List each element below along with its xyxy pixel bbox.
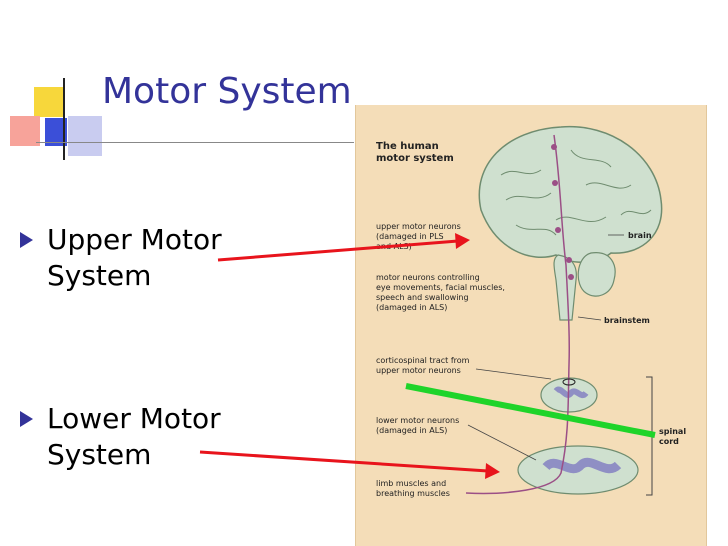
label-lower-motor-neurons: lower motor neurons	[376, 416, 459, 425]
bullet-arrow-icon	[20, 232, 33, 248]
neuron-dot	[555, 227, 561, 233]
cerebellum-illustration	[577, 252, 616, 297]
figure-title-line1: The human	[376, 141, 439, 152]
label-motor-neurons-line2: eye movements, facial muscles,	[376, 283, 505, 292]
leader-line	[475, 368, 552, 380]
label-motor-neurons-line4: (damaged in ALS)	[376, 303, 447, 312]
title-underline	[36, 142, 354, 143]
label-upper-motor-neurons: upper motor neurons	[376, 222, 461, 231]
figure-title-line2: motor system	[376, 153, 454, 164]
bullet-text-line2: System	[47, 259, 152, 292]
bullet-upper-motor-system: Upper Motor System	[20, 222, 320, 294]
label-upper-damaged: (damaged in PLS	[376, 232, 444, 241]
neuron-dot	[568, 274, 574, 280]
label-brainstem: brainstem	[604, 316, 650, 325]
bullet-text-line1: Lower Motor	[47, 402, 221, 435]
decor-lavender-square	[68, 116, 102, 156]
label-limb-muscles-line1: limb muscles and	[376, 479, 446, 488]
decor-blue-square	[45, 118, 67, 146]
neuron-dot	[551, 144, 557, 150]
spinal-cord-bracket	[646, 376, 653, 496]
bullet-lower-motor-system: Lower Motor System	[20, 401, 320, 473]
motor-system-figure: The human motor system upper motor neuro…	[355, 105, 707, 546]
corticospinal-tract	[465, 134, 571, 495]
bullet-text-line2: System	[47, 438, 152, 471]
motor-system-illustration: The human motor system upper motor neuro…	[376, 125, 686, 498]
bullet-text-line1: Upper Motor	[47, 223, 222, 256]
grey-matter-lower	[542, 457, 622, 474]
label-motor-neurons-line1: motor neurons controlling	[376, 273, 480, 282]
leader-line	[467, 424, 537, 461]
slide-title: Motor System	[102, 71, 352, 112]
neuron-dot	[566, 257, 572, 263]
decor-yellow-square	[34, 87, 64, 117]
label-lower-damaged: (damaged in ALS)	[376, 426, 447, 435]
label-cord: cord	[659, 437, 679, 446]
decor-red-square	[10, 116, 40, 146]
label-corticospinal-line2: upper motor neurons	[376, 366, 461, 375]
label-limb-muscles-line2: breathing muscles	[376, 489, 450, 498]
label-upper-als: and ALS)	[376, 242, 412, 251]
brain-illustration	[478, 125, 663, 263]
decor-vertical-line	[63, 78, 65, 160]
leader-line	[577, 316, 602, 321]
label-brain: brain	[628, 231, 652, 240]
label-spinal: spinal	[659, 427, 686, 436]
brain-folds	[500, 149, 652, 236]
brainstem-illustration	[553, 254, 577, 321]
bullet-arrow-icon	[20, 411, 33, 427]
label-motor-neurons-line3: speech and swallowing	[376, 293, 469, 302]
neuron-dot	[552, 180, 558, 186]
label-corticospinal-line1: corticospinal tract from	[376, 356, 470, 365]
